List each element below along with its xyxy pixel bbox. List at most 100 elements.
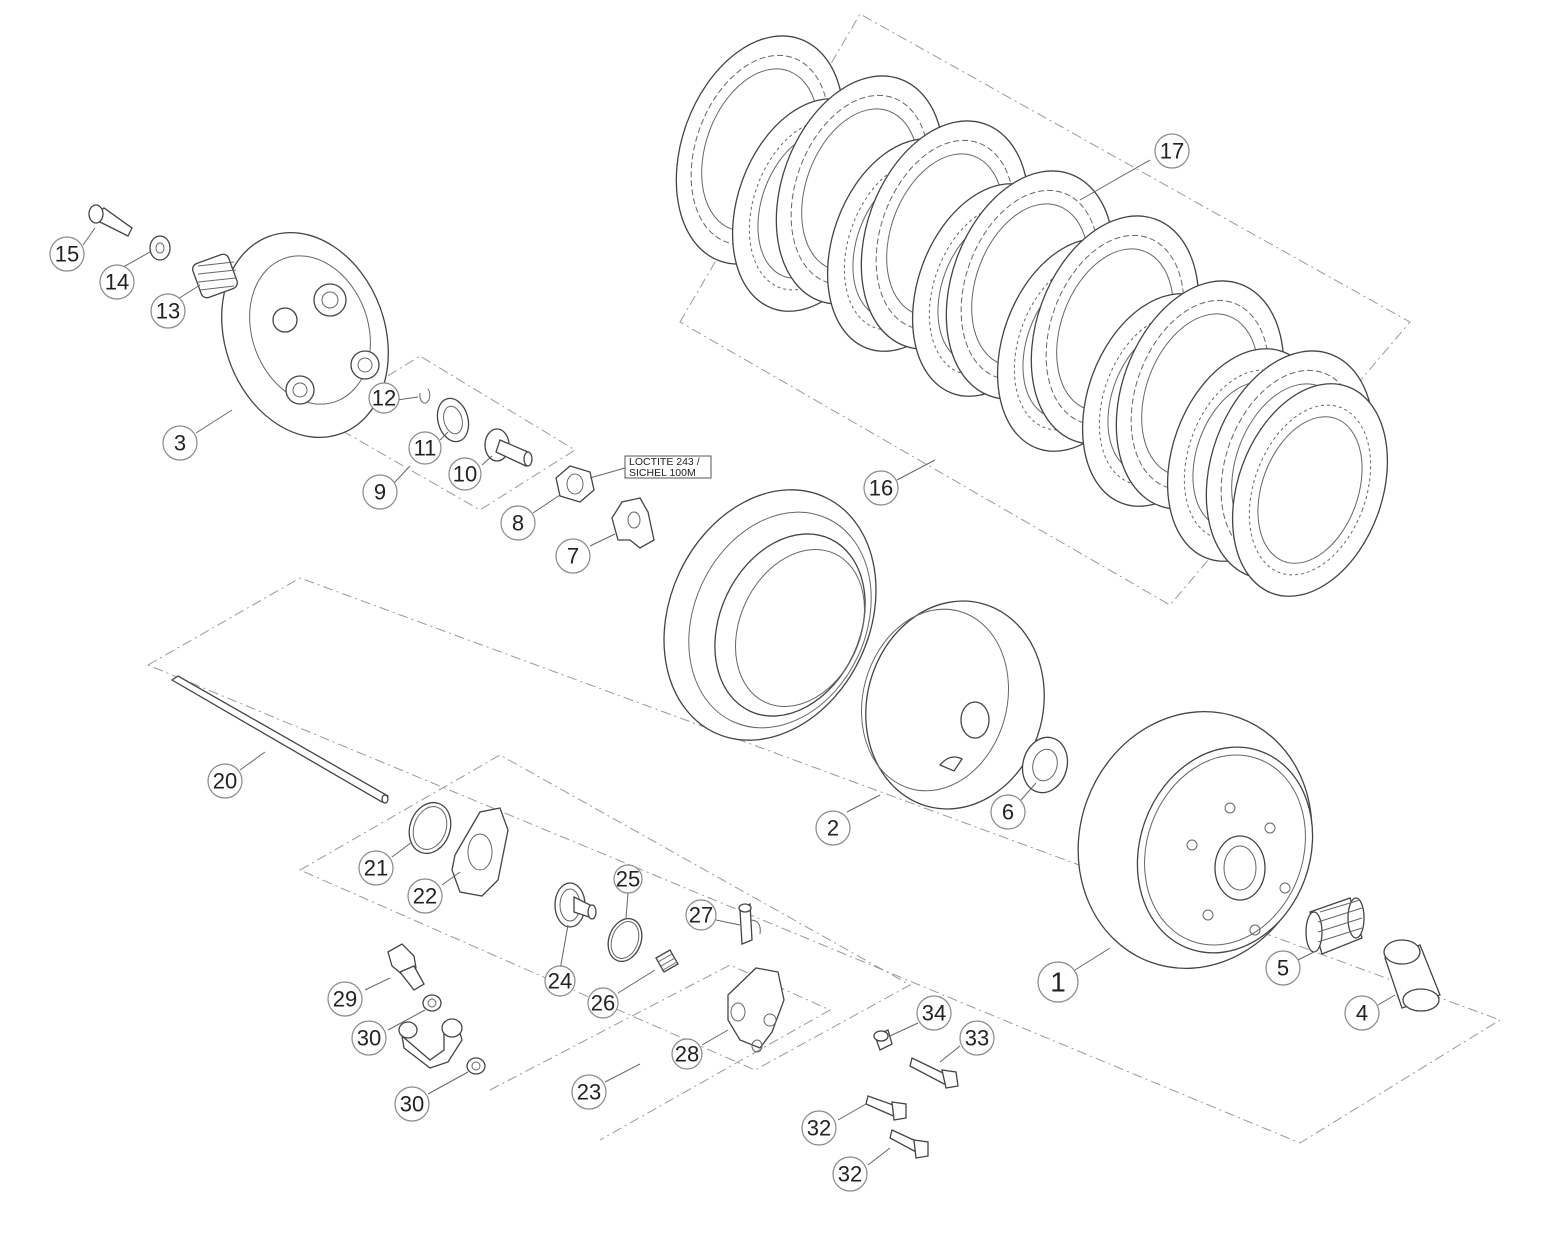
- callout-16: 16: [863, 470, 899, 506]
- svg-text:25: 25: [616, 867, 640, 892]
- callout-1: 1: [1037, 961, 1079, 1003]
- group-main-shaft-outline: [146, 577, 1502, 1144]
- svg-text:30: 30: [357, 1026, 381, 1051]
- svg-text:2: 2: [827, 816, 839, 841]
- callout-13: 13: [150, 293, 186, 329]
- gasket-22: [451, 807, 509, 897]
- bolt-32-upper: [865, 1095, 907, 1121]
- o-ring-21: [408, 801, 452, 855]
- callout-21: 21: [358, 850, 394, 886]
- callout-34: 34: [916, 995, 952, 1031]
- push-rod-20: [170, 675, 390, 804]
- callout-29: 29: [327, 981, 363, 1017]
- svg-text:28: 28: [675, 1042, 699, 1067]
- group-23-outline: [298, 754, 912, 1071]
- svg-text:9: 9: [374, 480, 386, 505]
- callout-27: 27: [685, 899, 717, 931]
- svg-text:20: 20: [213, 769, 237, 794]
- svg-text:27: 27: [689, 903, 713, 928]
- svg-text:8: 8: [512, 511, 524, 536]
- o-ring-25: [607, 917, 643, 963]
- bolt-33: [909, 1057, 959, 1089]
- callout-32-lower: 32: [832, 1156, 868, 1192]
- bolt-32-lower: [889, 1129, 929, 1159]
- group-17-outline: [679, 13, 1411, 606]
- svg-text:4: 4: [1356, 1001, 1368, 1026]
- washer-30-upper: [422, 994, 442, 1012]
- svg-text:23: 23: [577, 1080, 601, 1105]
- banjo-fitting: [398, 1018, 463, 1069]
- leader-lines: [82, 159, 1396, 1166]
- bushing-4: [1383, 939, 1441, 1012]
- callout-26: 26: [587, 987, 619, 1019]
- spring-26: [655, 949, 679, 973]
- callout-12: 12: [368, 382, 400, 414]
- plate-pack-assembled: [663, 489, 877, 741]
- callout-6: 6: [990, 794, 1026, 830]
- callout-28: 28: [671, 1038, 703, 1070]
- callout-10: 10: [448, 457, 482, 491]
- callout-20: 20: [207, 763, 243, 799]
- pusher-10: [484, 428, 533, 467]
- svg-text:13: 13: [156, 299, 180, 324]
- svg-text:32: 32: [838, 1162, 862, 1187]
- callout-30-upper: 30: [351, 1020, 387, 1056]
- callout-23: 23: [571, 1074, 607, 1110]
- svg-text:34: 34: [922, 1001, 946, 1026]
- callouts: 15 14 13 3 12 11 10 9 8 7 16 17 20 21 22…: [49, 133, 1380, 1192]
- inner-hub-2: [860, 600, 1045, 810]
- washer-14: [149, 235, 171, 261]
- callout-9: 9: [362, 474, 398, 510]
- loctite-note: LOCTITE 243 / SICHEL 100M: [624, 455, 712, 479]
- callout-8: 8: [500, 505, 536, 541]
- callout-4: 4: [1344, 995, 1380, 1031]
- nut-8: [555, 465, 595, 503]
- svg-text:11: 11: [414, 436, 437, 461]
- svg-text:16: 16: [869, 476, 893, 501]
- callout-15: 15: [49, 236, 85, 272]
- svg-text:30: 30: [400, 1092, 424, 1117]
- callout-5: 5: [1265, 950, 1301, 986]
- callout-14: 14: [99, 264, 135, 300]
- callout-32-upper: 32: [801, 1110, 837, 1146]
- svg-text:29: 29: [333, 987, 357, 1012]
- callout-2: 2: [815, 810, 851, 846]
- pressure-plate: [221, 231, 389, 439]
- washer-30-lower: [466, 1057, 486, 1075]
- svg-text:22: 22: [413, 884, 437, 909]
- callout-25: 25: [613, 864, 643, 894]
- bleed-valve-27: [738, 902, 761, 945]
- spring-13: [192, 253, 238, 299]
- bearing-11: [436, 397, 470, 443]
- loctite-note-line1: LOCTITE 243 /: [629, 456, 700, 468]
- svg-text:14: 14: [105, 270, 129, 295]
- callout-3: 3: [162, 425, 198, 461]
- callout-7: 7: [555, 538, 591, 574]
- clutch-plate-stack: [675, 35, 1389, 597]
- callout-33: 33: [959, 1020, 995, 1056]
- bolt-34: [873, 1029, 893, 1051]
- svg-text:21: 21: [364, 856, 388, 881]
- callout-17: 17: [1154, 133, 1190, 169]
- bolt-15: [88, 204, 133, 237]
- slave-cylinder-28: [727, 967, 785, 1053]
- svg-text:33: 33: [965, 1026, 989, 1051]
- thrust-washer-6: [1021, 736, 1069, 794]
- svg-text:7: 7: [567, 544, 579, 569]
- svg-text:3: 3: [174, 431, 186, 456]
- svg-text:15: 15: [55, 242, 79, 267]
- steel-plate: [1231, 383, 1389, 597]
- callout-11: 11: [408, 431, 442, 465]
- svg-text:6: 6: [1002, 800, 1014, 825]
- svg-text:24: 24: [548, 969, 572, 994]
- svg-text:17: 17: [1160, 139, 1184, 164]
- loctite-note-line2: SICHEL 100M: [629, 467, 696, 479]
- needle-cage-5: [1305, 897, 1365, 955]
- svg-text:5: 5: [1277, 956, 1289, 981]
- banjo-bolt-29: [387, 943, 425, 991]
- callout-22: 22: [407, 878, 443, 914]
- callout-30-lower: 30: [394, 1086, 430, 1122]
- svg-text:12: 12: [372, 386, 396, 411]
- clutch-basket-1: [1077, 711, 1314, 969]
